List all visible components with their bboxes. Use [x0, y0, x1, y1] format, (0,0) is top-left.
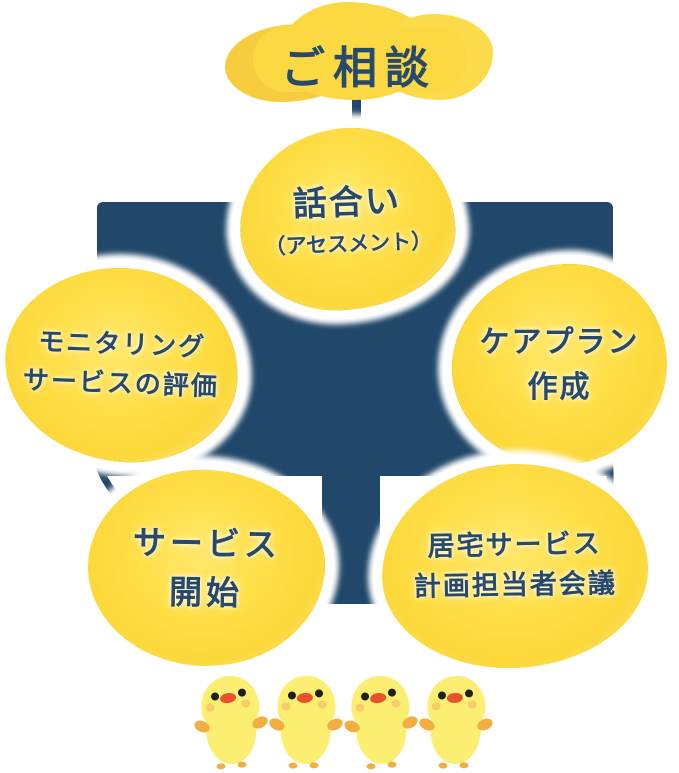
node-sublabel: 開始 [168, 572, 244, 613]
chick-foot [216, 763, 226, 770]
node-sublabel: 計画担当者会議 [413, 568, 618, 603]
chick-foot [438, 762, 448, 769]
banner-blob-shape [253, 26, 467, 92]
chick-foot [288, 762, 298, 769]
node-sublabel: 作成 [527, 369, 592, 405]
node-careplan: ケアプラン 作成 [452, 264, 667, 465]
chick-icon [192, 675, 270, 771]
cycle-foot-bar [297, 596, 393, 604]
node-label: 話合い [292, 180, 402, 225]
chick-body [205, 707, 258, 765]
chick-foot [366, 763, 376, 770]
chick-foot [309, 762, 319, 769]
node-label: ケアプラン [479, 324, 640, 360]
chick-foot [459, 762, 469, 769]
chick-icon [342, 675, 420, 771]
banner-label: ご相談 [281, 43, 437, 94]
node-label: モニタリング [37, 327, 207, 363]
node-label: サービス [132, 522, 282, 564]
chicks-row [192, 675, 495, 771]
node-label: 居宅サービス [427, 527, 602, 563]
cycle-stem [322, 430, 380, 601]
chick-foot [237, 761, 247, 768]
chick-icon [267, 675, 345, 771]
consultation-banner: ご相談 [225, 2, 493, 108]
node-sublabel: サービスの評価 [22, 365, 220, 403]
chick-body [279, 707, 332, 765]
chick-body [355, 707, 408, 765]
chick-icon [417, 675, 495, 771]
banner-connector-line [352, 96, 361, 134]
chick-body [429, 707, 482, 765]
node-sublabel: （アセスメント） [264, 228, 433, 259]
chick-foot [387, 761, 397, 768]
